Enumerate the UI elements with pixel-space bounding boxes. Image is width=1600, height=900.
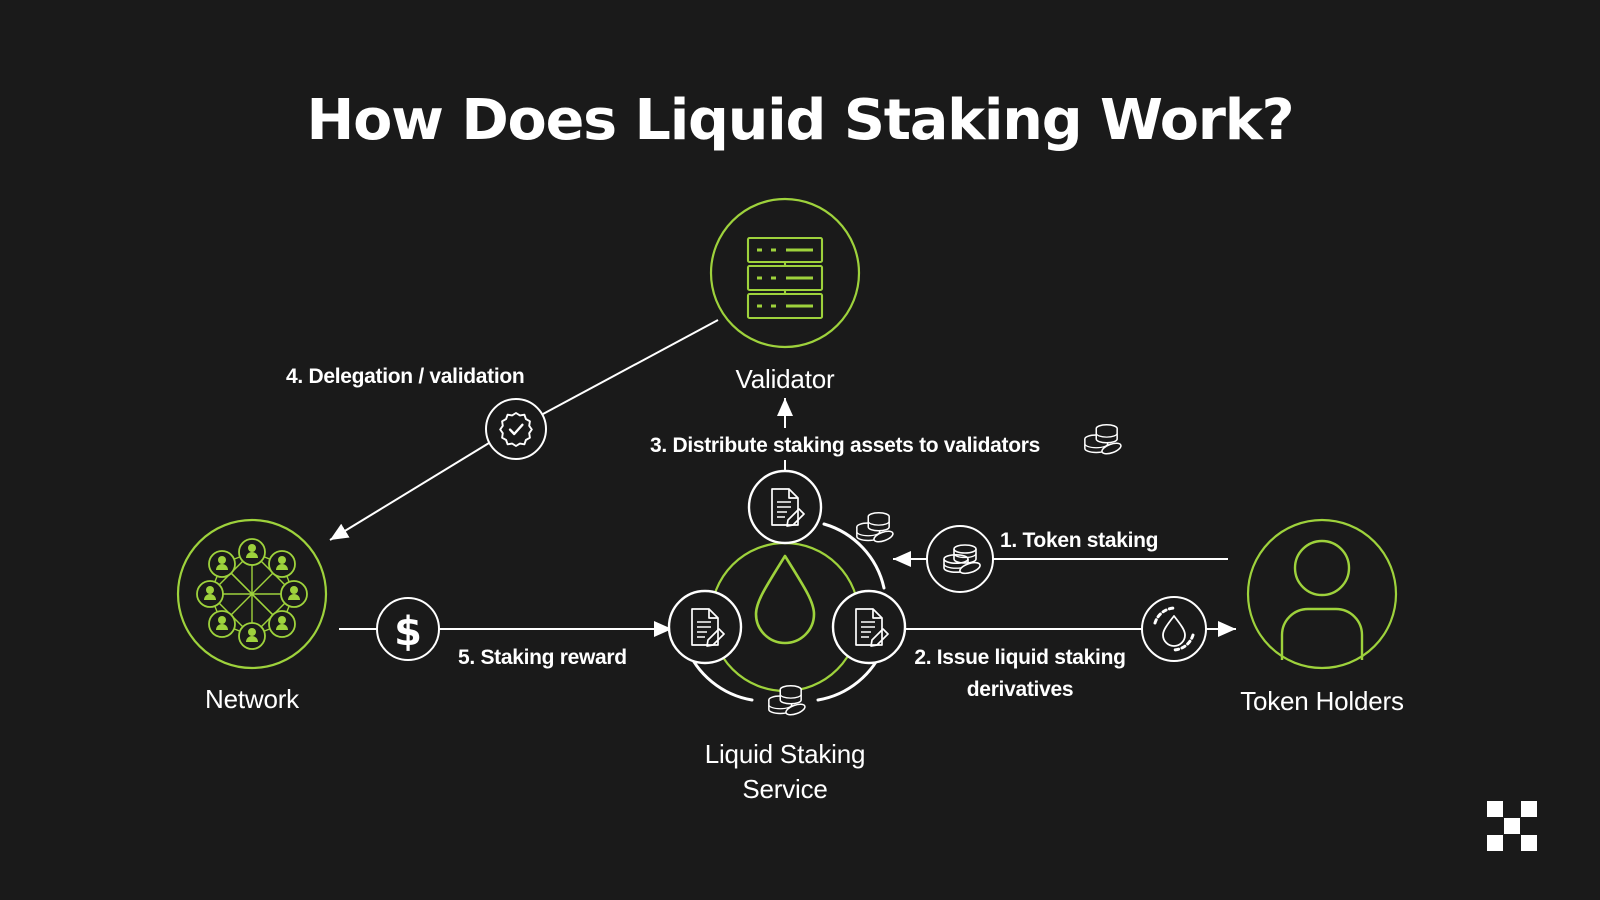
server-rack-icon <box>746 236 824 320</box>
droplet-icon <box>754 554 816 645</box>
logo-square-bl <box>1487 835 1503 851</box>
coin-stack-icon-service-bottom <box>768 684 806 716</box>
logo-square-br <box>1521 835 1537 851</box>
logo-square-tl <box>1487 801 1503 817</box>
mesh-network-icon <box>196 538 308 650</box>
step-label-5: 5. Staking reward <box>458 646 627 669</box>
connector-step-4 <box>329 319 719 541</box>
checkerboard-logo <box>1487 801 1539 853</box>
document-pen-icon-left <box>667 589 743 665</box>
step-label-1: 1. Token staking <box>1000 529 1159 552</box>
node-label-token-holders: Token Holders <box>1240 686 1404 716</box>
coin-stack-icon <box>943 544 981 575</box>
user-person-icon <box>1280 539 1364 660</box>
step-label-4: 4. Delegation / validation <box>286 365 525 388</box>
liquid-token-icon <box>1153 606 1195 652</box>
document-pen-icon-top <box>747 469 823 545</box>
connector-step-2 <box>903 596 1236 662</box>
node-label-liquid-staking-service: Liquid Staking Service <box>704 739 866 805</box>
node-liquid-staking-service[interactable] <box>667 469 907 717</box>
coin-stack-icon-step-3 <box>1084 423 1122 455</box>
page-title: How Does Liquid Staking Work? <box>306 88 1295 153</box>
logo-square-tr <box>1521 801 1537 817</box>
connector-step-1 <box>893 525 1228 593</box>
node-network[interactable] <box>176 518 328 670</box>
connector-step-5: $ <box>339 597 672 661</box>
coin-stack-icon-service-top <box>856 511 894 543</box>
document-pen-icon-right <box>831 589 907 665</box>
node-label-network: Network <box>205 684 299 714</box>
verified-badge-icon <box>499 412 533 447</box>
logo-square-c <box>1504 818 1520 834</box>
step-label-3: 3. Distribute staking assets to validato… <box>650 434 1041 457</box>
node-token-holders[interactable] <box>1246 518 1398 670</box>
dollar-coin-icon: $ <box>394 609 422 655</box>
node-label-validator: Validator <box>735 364 835 394</box>
node-validator[interactable] <box>709 197 861 349</box>
step-label-2: 2. Issue liquid staking derivatives <box>914 646 1126 701</box>
